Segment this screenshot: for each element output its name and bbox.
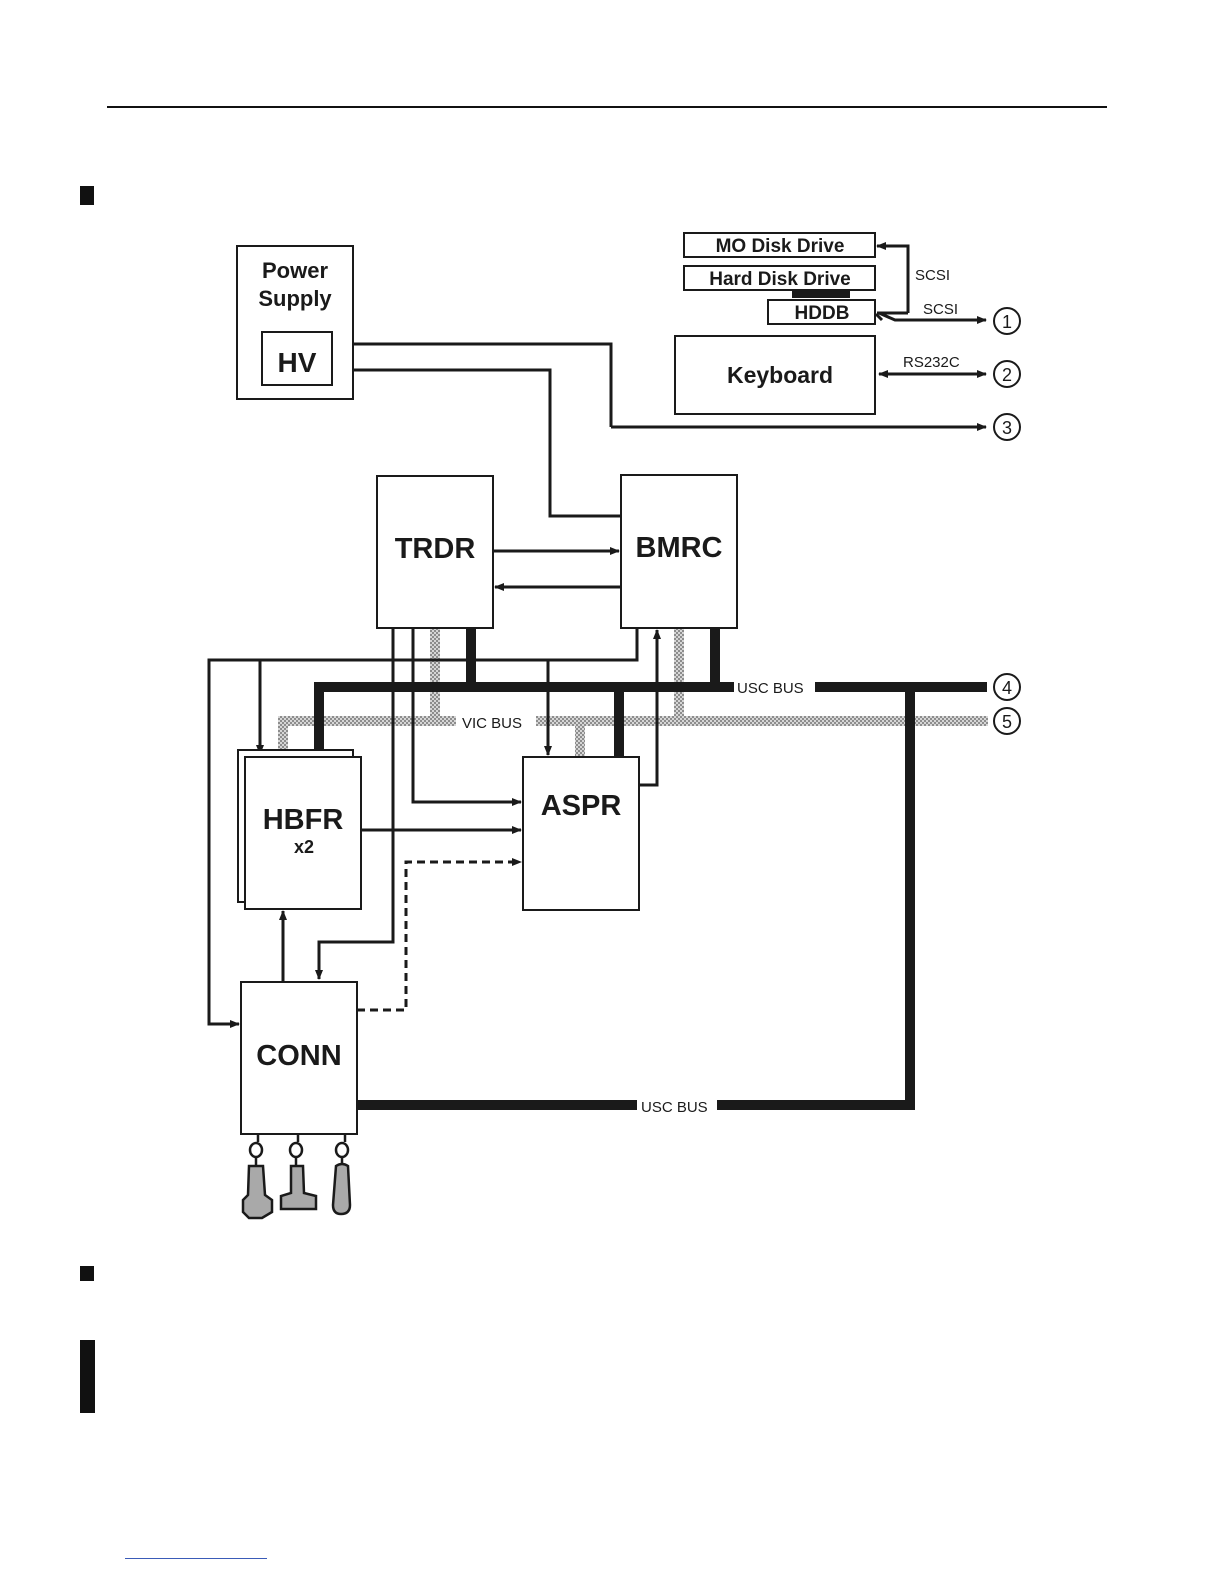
- aspr-label: ASPR: [541, 790, 622, 822]
- keyboard-block: Keyboard: [675, 336, 875, 414]
- connector-5: 5: [994, 708, 1020, 734]
- hbfr-block: HBFR x2: [238, 750, 361, 909]
- connector-1: 1: [994, 308, 1020, 334]
- mo-disk-label: MO Disk Drive: [716, 236, 845, 257]
- hbfr-count-label: x2: [294, 837, 314, 857]
- hard-disk-label: Hard Disk Drive: [709, 269, 851, 290]
- scsi-label-2: SCSI: [923, 301, 958, 318]
- connector-3: 3: [994, 414, 1020, 440]
- bmrc-block: BMRC: [621, 475, 737, 628]
- probe-icon-1: [243, 1134, 272, 1218]
- svg-text:1: 1: [1002, 312, 1012, 332]
- conn-block: CONN: [241, 982, 357, 1134]
- probe-icon-3: [333, 1134, 350, 1214]
- bmrc-label: BMRC: [636, 532, 723, 564]
- svg-text:4: 4: [1002, 678, 1012, 698]
- vic-bus-label: VIC BUS: [462, 715, 522, 732]
- power-supply-label-2: Supply: [258, 286, 332, 311]
- connector-4: 4: [994, 674, 1020, 700]
- svg-text:2: 2: [1002, 365, 1012, 385]
- power-supply-block: Power Supply HV: [237, 246, 353, 399]
- usc-bus: [314, 289, 987, 1110]
- power-supply-label-1: Power: [262, 258, 328, 283]
- conn-label: CONN: [256, 1040, 341, 1072]
- hddb-block: HDDB: [768, 300, 875, 324]
- connector-2: 2: [994, 361, 1020, 387]
- hddb-label: HDDB: [795, 303, 850, 324]
- trdr-block: TRDR: [377, 476, 493, 628]
- rs232c-label: RS232C: [903, 354, 960, 371]
- hv-label: HV: [278, 347, 317, 378]
- mo-disk-block: MO Disk Drive: [684, 233, 875, 257]
- trdr-label: TRDR: [395, 533, 476, 565]
- keyboard-label: Keyboard: [727, 362, 833, 388]
- probe-icon-2: [281, 1134, 316, 1209]
- aspr-block: ASPR: [523, 757, 639, 910]
- hbfr-label: HBFR: [263, 804, 344, 836]
- dashed-signal: [357, 862, 521, 1010]
- scsi-label-1: SCSI: [915, 267, 950, 284]
- svg-text:3: 3: [1002, 418, 1012, 438]
- svg-text:5: 5: [1002, 712, 1012, 732]
- usc-bus-label-bottom: USC BUS: [641, 1099, 708, 1116]
- usc-bus-label-top: USC BUS: [737, 680, 804, 697]
- hard-disk-block: Hard Disk Drive: [684, 266, 875, 290]
